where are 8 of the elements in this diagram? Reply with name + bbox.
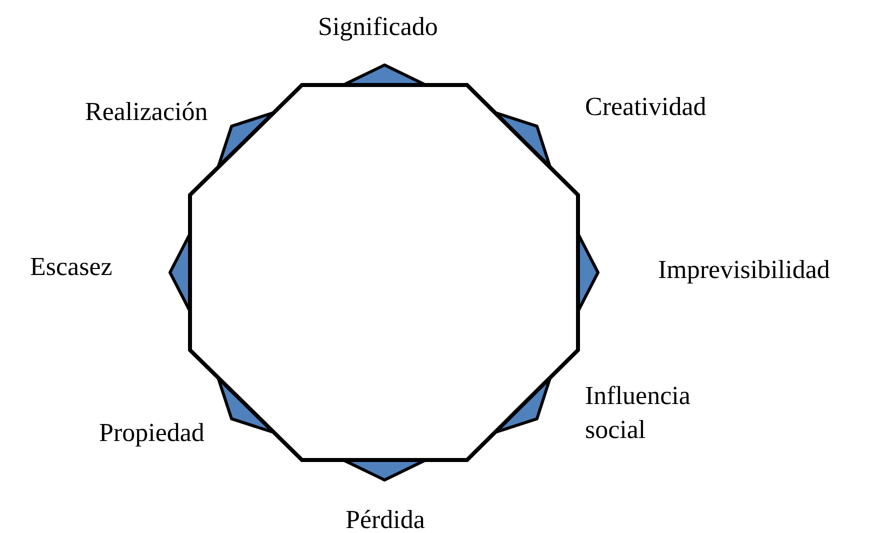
category-label: Significado xyxy=(318,11,438,43)
category-label: Creatividad xyxy=(585,91,706,123)
category-label: Propiedad xyxy=(99,417,204,449)
category-label: Realización xyxy=(85,96,208,128)
category-label: Imprevisibilidad xyxy=(658,254,830,286)
category-label: Escasez xyxy=(30,251,112,283)
category-label: Pérdida xyxy=(346,504,425,533)
category-label: Influencia social xyxy=(585,380,692,446)
